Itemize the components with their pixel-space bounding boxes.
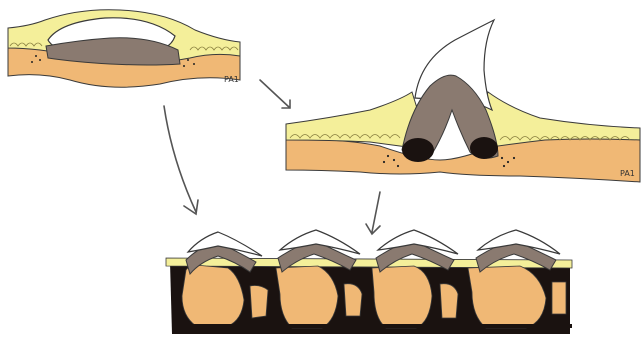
panel-2-skin-section: PA1 [286, 20, 640, 182]
arrow-panel2-to-panel3 [366, 192, 380, 234]
arrow-panel1-to-panel2 [260, 80, 290, 108]
panel-2-dark-mass-right [470, 137, 498, 159]
panel-2-dermis [286, 137, 640, 182]
panel-3-tissue-section [166, 230, 572, 334]
panel-2-dark-mass-left [402, 138, 434, 162]
panel-2-signature: PA1 [620, 169, 635, 178]
panel-1-skin-section: PA1 [8, 10, 240, 87]
arrow-panel1-to-panel3 [164, 106, 198, 214]
panel-1-signature: PA1 [224, 75, 239, 84]
